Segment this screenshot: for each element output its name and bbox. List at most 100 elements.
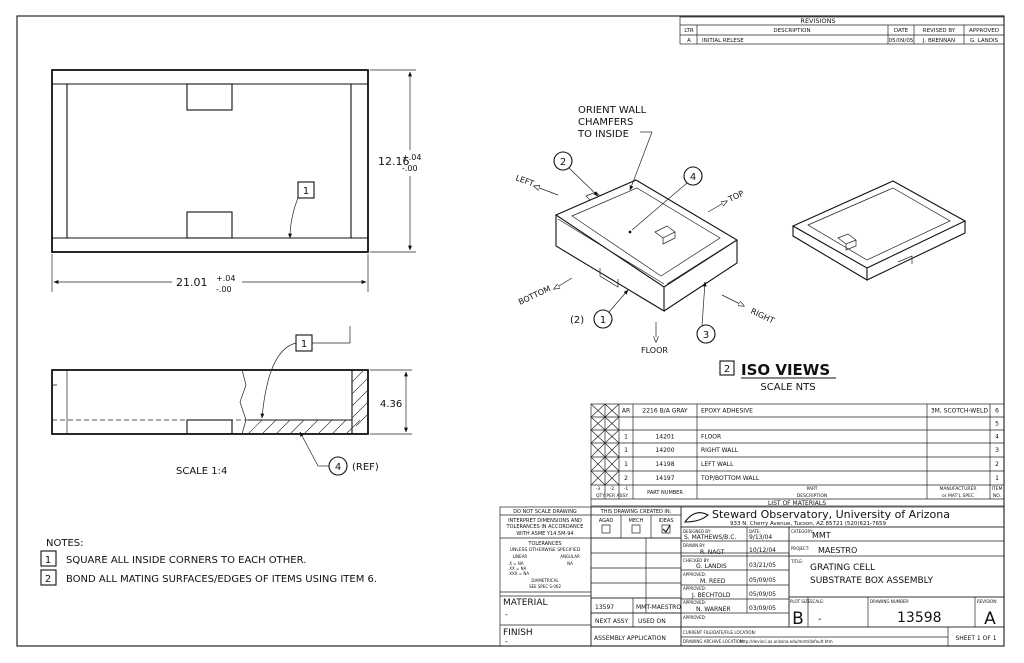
bom-cell-item: 4 <box>995 434 999 441</box>
revisions-block: REVISIONS LTR DESCRIPTION DATE REVISED B… <box>679 16 1005 45</box>
tb-approved-label-1: APPROVED: <box>683 572 706 577</box>
tb-unless: UNLESS OTHERWISE SPECIFIED <box>510 547 581 553</box>
rev-row-revised: J. BRENNAN <box>922 38 955 44</box>
tb-tol1: .X = NA <box>508 561 524 566</box>
tb-appr2-date: 05/09/05 <box>749 591 776 598</box>
tb-plot-size: B <box>792 609 804 629</box>
note-2-text: BOND ALL MATING SURFACES/EDGES OF ITEMS … <box>66 574 377 585</box>
tb-see-spec: SEE SPEC S-062 <box>529 584 561 589</box>
iso-balloon-4: 4 <box>690 172 696 183</box>
tb-cad-agad-checkbox <box>601 524 611 534</box>
tb-category-label: CATEGORY: <box>791 529 813 534</box>
tb-created-in: THIS DRAWING CREATED IN: <box>600 509 672 515</box>
tb-finish-value: - <box>505 637 508 646</box>
tb-cad-ideas: IDEAS <box>658 518 673 524</box>
tb-next-assy-num: 13597 <box>595 604 614 611</box>
iso-note-line3: TO INSIDE <box>577 129 629 140</box>
bom-cross-mark <box>590 429 606 444</box>
tb-appr3-date: 03/09/05 <box>749 605 776 612</box>
tb-diametrical: DIAMETRICAL <box>531 578 559 583</box>
bom-hdr-qty: QTY PER ASSY <box>596 493 628 499</box>
bom-hdr-part: PART NUMBER <box>647 490 683 496</box>
tb-tol-ang: NA <box>567 561 573 566</box>
iso-balloon-1: 1 <box>600 315 606 326</box>
iso-view-scale: SCALE NTS <box>760 382 815 393</box>
bom-cross-mark <box>604 403 620 418</box>
bom-footer: LIST OF MATERIALS <box>768 500 826 507</box>
tb-next-assy-label: NEXT ASSY <box>595 618 629 625</box>
side-note-balloon: 1 <box>301 339 307 350</box>
iso-view-underside <box>791 180 967 281</box>
side-scale: SCALE 1:4 <box>176 466 227 477</box>
bom-cell-part: 14201 <box>655 434 674 441</box>
tb-sheet: SHEET 1 OF 1 <box>955 635 996 642</box>
iso-view-assembly: ORIENT WALL CHAMFERS TO INSIDE 2 4 1 (2)… <box>514 105 775 355</box>
iso-view-title-text: ISO VIEWS <box>741 361 830 379</box>
tb-revision-label: REVISION: <box>977 599 997 604</box>
tb-assembly-app: ASSEMBLY APPLICATION <box>594 635 666 642</box>
bom-cell-desc: LEFT WALL <box>701 461 734 468</box>
bom-cell-desc: EPOXY ADHESIVE <box>701 408 753 415</box>
tb-used-on-val: MMT-MAESTRO <box>636 604 681 611</box>
tb-material-label: MATERIAL <box>503 598 548 608</box>
bom-cell-qty: 2 <box>624 475 628 482</box>
tb-interpret3: WITH ASME Y14.5M-94 <box>516 531 573 537</box>
tb-designed-label: DESIGNED BY: <box>683 529 711 534</box>
top-dim-horizontal-plus: +.04 <box>216 274 235 283</box>
tb-interpret2: TOLERANCES IN ACCORDANCE <box>506 524 584 530</box>
tb-angular: ANGULAR <box>560 554 580 559</box>
title-block: DO NOT SCALE DRAWING INTERPRET DIMENSION… <box>499 506 1005 647</box>
tb-designed-value: S. MATHEWS/B.C. <box>684 534 736 541</box>
tb-do-not-scale: DO NOT SCALE DRAWING <box>513 509 577 515</box>
tb-observatory: Steward Observatory, University of Arizo… <box>712 508 950 521</box>
side-hatch <box>247 369 369 435</box>
bom-cell-desc: FLOOR <box>701 434 721 441</box>
rev-hdr-date: DATE <box>894 28 909 34</box>
bom-hdr-mfr2: or MAT'L SPEC <box>942 493 974 499</box>
tb-drawing-num: 13598 <box>897 610 942 626</box>
tb-scale-value: - <box>818 614 822 625</box>
tb-drawn-date: 10/12/04 <box>749 547 776 554</box>
tb-drawing-num-label: DRAWING NUMBER: <box>870 599 909 604</box>
tb-cad-agad: AGAD <box>599 518 614 524</box>
bom-cell-part: 14200 <box>655 447 674 454</box>
bom-cell-qty: AR <box>622 408 630 415</box>
tb-cad-mech: MECH <box>629 518 644 524</box>
tb-designed-date: 9/13/04 <box>749 534 772 541</box>
tb-drawn-value: R. NAGT <box>700 549 725 556</box>
bom-cross-mark <box>590 403 606 418</box>
top-dim-horizontal: 21.01 <box>176 276 208 289</box>
bom-cell-qty: 1 <box>624 434 628 441</box>
tb-archive-label: DRAWING ARCHIVE LOCATION: <box>683 639 744 644</box>
tb-appr1-date: 05/09/05 <box>749 577 776 584</box>
tb-title-line2: SUBSTRATE BOX ASSEMBLY <box>810 576 933 586</box>
notes-label: NOTES: <box>46 538 84 549</box>
tb-appr1-value: M. REED <box>700 578 726 585</box>
iso-view-title: 2 ISO VIEWS SCALE NTS <box>719 360 836 393</box>
tb-project-value: MAESTRO <box>818 546 857 555</box>
tb-material-value: - <box>505 610 508 619</box>
side-view: 4.36 1 4 (REF) SCALE 1:4 <box>51 326 412 477</box>
bom-cell-part: 2216 B/A GRAY <box>642 408 688 415</box>
bom-cell-qty: 1 <box>624 447 628 454</box>
iso-balloon-2: 2 <box>560 157 566 168</box>
revisions-title: REVISIONS <box>800 17 835 25</box>
tb-address: 933 N. Cherry Avenue, Tucson, AZ 85721 (… <box>730 521 886 527</box>
bom-cell-item: 1 <box>995 475 999 482</box>
bom-cross-mark <box>604 470 620 486</box>
top-dim-horizontal-minus: -.00 <box>216 285 232 294</box>
rev-row-date: 05/09/05 <box>889 38 914 44</box>
tb-used-on-label: USED ON <box>638 618 666 625</box>
rev-row-approved: G. LANDIS <box>970 38 999 44</box>
bom-cell-desc: RIGHT WALL <box>701 447 739 454</box>
tb-finish-label: FINISH <box>503 628 533 638</box>
bom-cross-mark <box>604 442 620 458</box>
notes: NOTES: 1 SQUARE ALL INSIDE CORNERS TO EA… <box>40 538 377 586</box>
bom-cell-item: 5 <box>995 421 999 428</box>
tb-tol2: .XX = NA <box>508 566 527 571</box>
tb-approved-label-2: APPROVED: <box>683 586 706 591</box>
bom-hdr-dash3: -3 <box>596 486 601 492</box>
rev-hdr-ltr: LTR <box>684 28 694 34</box>
bom-cell-item: 2 <box>995 461 999 468</box>
